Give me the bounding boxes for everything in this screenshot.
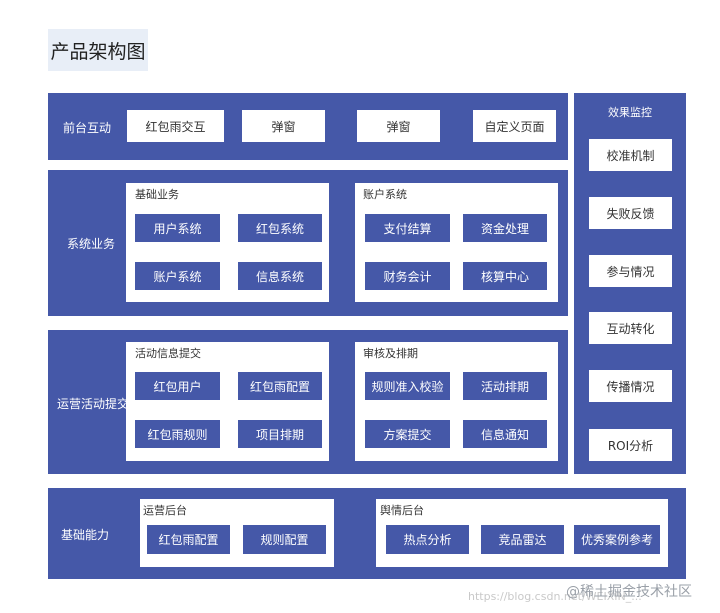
hongbao-rain-config-box: 红包雨配置	[238, 372, 322, 400]
activity-info-title: 活动信息提交	[135, 347, 201, 360]
ops-backend-title: 运营后台	[143, 504, 187, 517]
account-system-title: 账户系统	[363, 188, 407, 201]
hongbao-users-box: 红包用户	[135, 372, 220, 400]
hongbao-rain-rules-box: 红包雨规则	[135, 420, 220, 448]
info-notification-box: 信息通知	[463, 420, 547, 448]
rule-config-box: 规则配置	[243, 525, 326, 554]
user-system-box: 用户系统	[135, 214, 220, 242]
account-system-box: 账户系统	[135, 262, 220, 290]
spread-situation-box: 传播情况	[589, 370, 672, 402]
activity-schedule-box: 活动排期	[463, 372, 547, 400]
payment-settlement-box: 支付结算	[365, 214, 450, 242]
rule-admission-check-box: 规则准入校验	[365, 372, 450, 400]
front-item-popup-2: 弹窗	[357, 110, 440, 142]
front-item-popup-1: 弹窗	[242, 110, 325, 142]
roi-analysis-box: ROI分析	[589, 429, 672, 461]
review-schedule-title: 审核及排期	[363, 347, 418, 360]
calibration-mechanism-box: 校准机制	[589, 139, 672, 171]
hongbao-system-box: 红包系统	[238, 214, 322, 242]
front-interaction-label: 前台互动	[63, 121, 112, 135]
front-item-custom-page: 自定义页面	[473, 110, 556, 142]
base-hongbao-rain-config-box: 红包雨配置	[147, 525, 230, 554]
front-item-hongbao-interaction: 红包雨交互	[127, 110, 224, 142]
sentiment-backend-title: 舆情后台	[380, 504, 424, 517]
diagram-title: 产品架构图	[48, 29, 148, 71]
basic-business-title: 基础业务	[135, 188, 179, 201]
financial-accounting-box: 财务会计	[365, 262, 450, 290]
fund-processing-box: 资金处理	[463, 214, 547, 242]
base-capability-label: 基础能力	[61, 528, 110, 542]
participation-box: 参与情况	[589, 255, 672, 287]
accounting-center-box: 核算中心	[463, 262, 547, 290]
hotspot-analysis-box: 热点分析	[386, 525, 469, 554]
system-business-label: 系统业务	[67, 237, 116, 251]
blog-url-watermark: https://blog.csdn.net/WEIXIN_...	[468, 590, 642, 603]
info-system-box: 信息系统	[238, 262, 322, 290]
plan-submission-box: 方案提交	[365, 420, 450, 448]
effect-monitoring-title: 效果监控	[608, 106, 652, 119]
ops-submission-label: 运营活动提交	[57, 397, 130, 411]
interaction-conversion-box: 互动转化	[589, 312, 672, 344]
project-schedule-box: 项目排期	[238, 420, 322, 448]
brand-watermark: @稀土掘金技术社区	[566, 584, 692, 600]
excellent-case-reference-box: 优秀案例参考	[574, 525, 660, 554]
competitor-radar-box: 竞品雷达	[481, 525, 564, 554]
failure-feedback-box: 失败反馈	[589, 197, 672, 229]
